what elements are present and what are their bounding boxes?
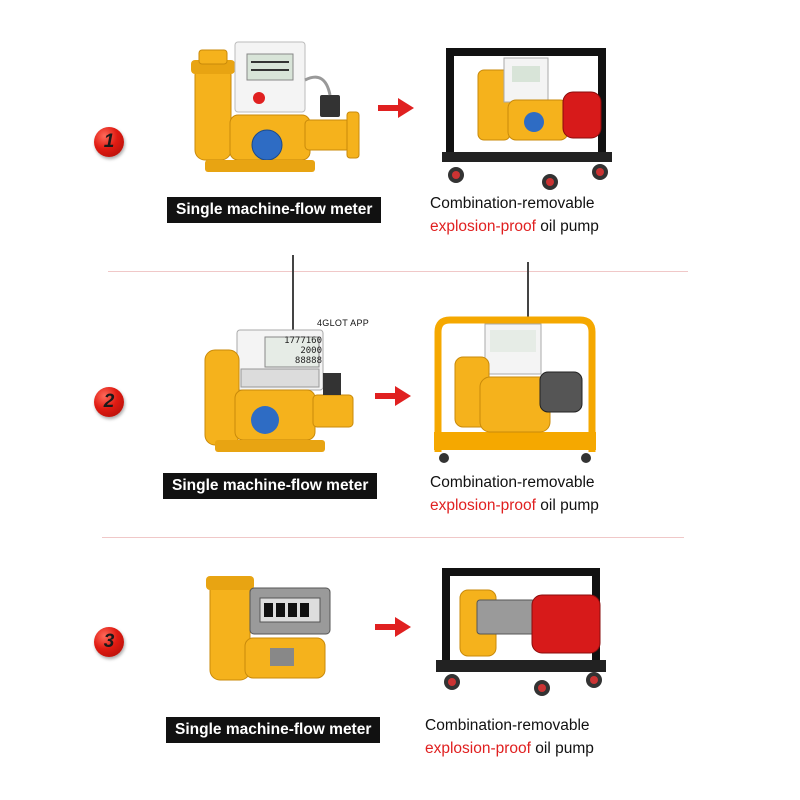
flow-meter-image-2	[204, 255, 354, 452]
display-line-2: 2000	[300, 346, 322, 356]
row-number-badge-2: 2	[94, 387, 124, 417]
combo-rest-2: oil pump	[540, 497, 599, 514]
display-readout: 1777160 2000 88888	[264, 336, 322, 366]
meter-label-1: Single machine-flow meter	[167, 197, 382, 223]
combo-text-3: Combination-removable explosion-proof oi…	[425, 714, 594, 760]
meter-label-3: Single machine-flow meter	[166, 717, 381, 743]
meter-label-2: Single machine-flow meter	[163, 473, 378, 499]
combo-line1-1: Combination-removable	[430, 195, 595, 212]
oil-pump-cart-image-2	[434, 262, 596, 463]
combo-line1-2: Combination-removable	[430, 474, 595, 491]
combo-rest-3: oil pump	[535, 740, 594, 757]
combo-text-2: Combination-removable explosion-proof oi…	[430, 471, 599, 517]
combo-line2-3: explosion-proof oil pump	[425, 737, 594, 760]
row-number-badge-3: 3	[94, 627, 124, 657]
combo-line2-2: explosion-proof oil pump	[430, 494, 599, 517]
display-line-1: 1777160	[284, 336, 322, 346]
combo-line1-3: Combination-removable	[425, 717, 590, 734]
combo-text-1: Combination-removable explosion-proof oi…	[430, 192, 599, 238]
arrow-right-icon-3	[375, 617, 411, 637]
combo-red-1: explosion-proof	[430, 218, 536, 235]
display-line-3: 88888	[294, 356, 322, 366]
arrow-right-icon-2	[375, 386, 411, 406]
oil-pump-cart-image-3	[436, 568, 606, 696]
combo-rest-1: oil pump	[540, 218, 599, 235]
combo-line2-1: explosion-proof oil pump	[430, 215, 599, 238]
row-divider-2	[102, 537, 684, 538]
arrow-right-icon-1	[378, 98, 414, 118]
flow-meter-image-3	[206, 576, 331, 681]
oil-pump-cart-image-1	[442, 48, 612, 190]
combo-red-2: explosion-proof	[430, 497, 536, 514]
combo-red-3: explosion-proof	[425, 740, 531, 757]
flow-meter-image-1	[191, 41, 360, 172]
row-number-badge-1: 1	[94, 127, 124, 157]
row-divider-1	[108, 271, 688, 272]
app-label: 4GLOT APP	[317, 318, 370, 328]
